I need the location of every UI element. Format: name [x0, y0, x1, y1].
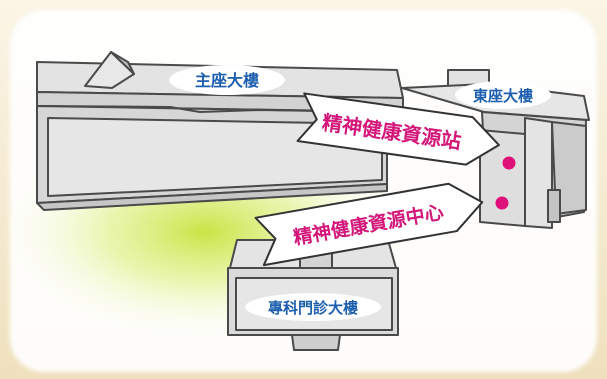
east-label-bg [455, 81, 551, 109]
centre-callout-arrow: 精神健康資源中心 [254, 182, 484, 267]
outpatient-building-label: 專科門診大樓 [268, 299, 358, 317]
main-label-bg [169, 65, 285, 95]
east-building-label: 東座大樓 [473, 87, 533, 105]
station-callout-arrow: 精神健康資源站 [296, 92, 500, 166]
centre-marker [495, 196, 509, 210]
outpatient-label-bg [245, 293, 381, 321]
station-marker [502, 156, 516, 170]
main-building-label: 主座大樓 [195, 71, 259, 90]
